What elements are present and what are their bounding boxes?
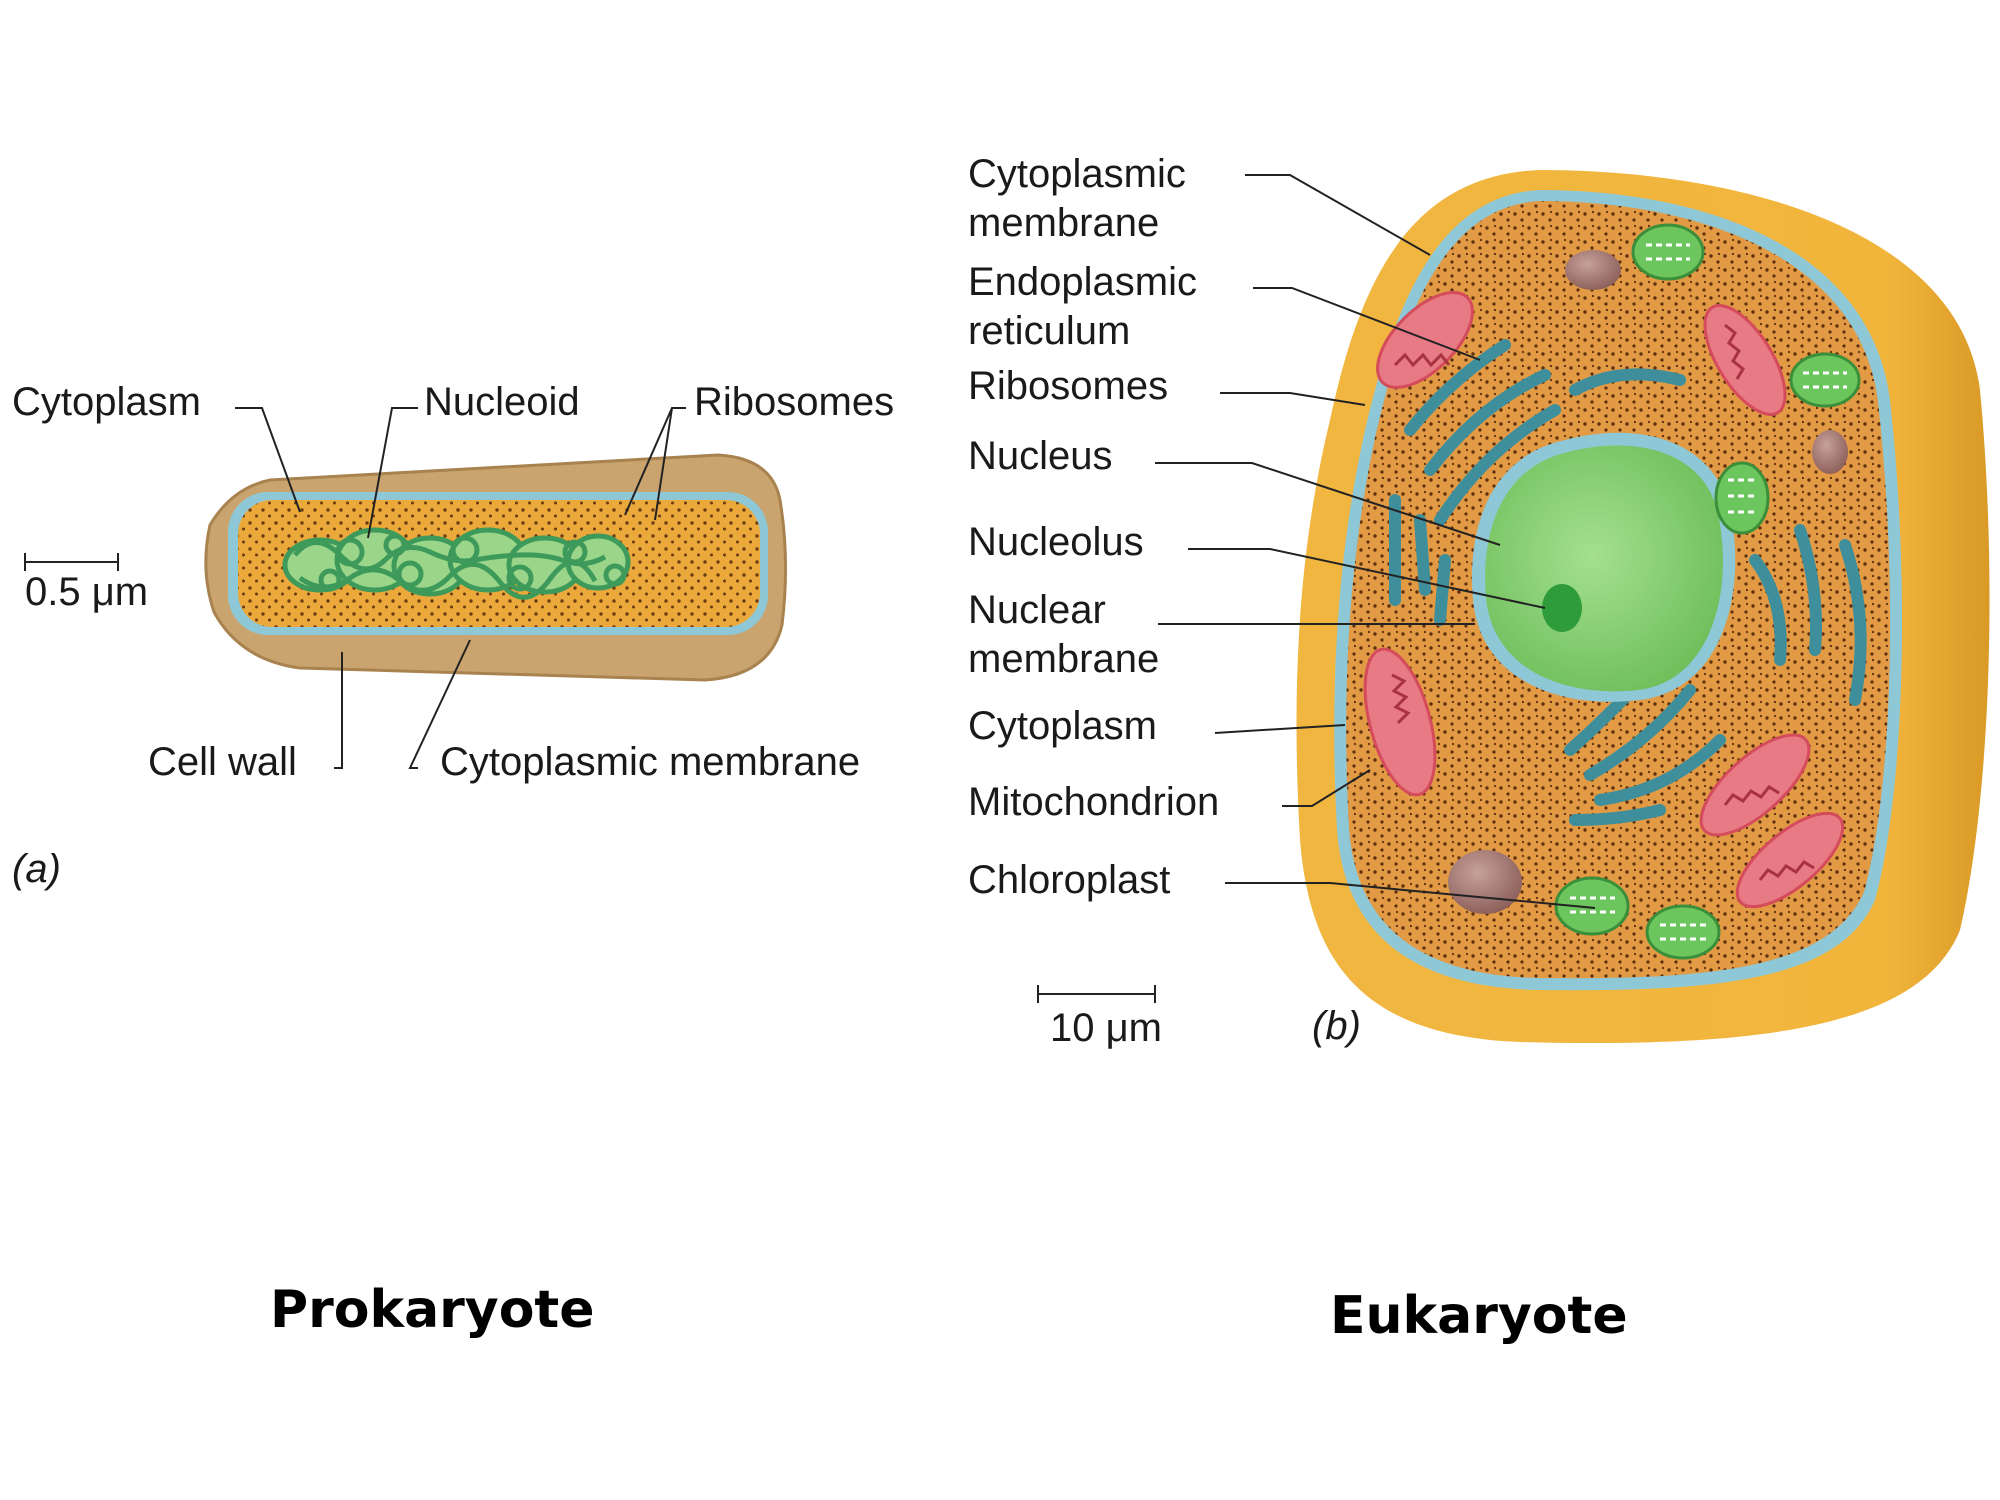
scale-label-eukaryote: 10 μm [1050,1006,1162,1050]
nucleus [1485,445,1723,692]
label-nucleoid: Nucleoid [424,380,580,424]
label-nuclear-membrane-line1: Nuclear [968,588,1106,632]
leader-mitochondrion [1282,769,1371,807]
scale-bar-eukaryote [1037,985,1156,1003]
label-cell-wall: Cell wall [148,740,297,784]
leader-cell-wall [334,652,343,769]
leader-cytoplasmic-membrane-b [1245,174,1431,256]
panel-label-b: (b) [1312,1004,1361,1048]
leader-cytoplasm [235,407,301,513]
label-cytoplasm-b: Cytoplasm [968,704,1157,748]
label-nucleus: Nucleus [968,434,1113,478]
label-cytoplasm: Cytoplasm [12,380,201,424]
chloroplast [1554,876,1630,936]
prokaryote-cell [24,407,788,769]
label-mitochondrion: Mitochondrion [968,780,1220,824]
scale-bar-prokaryote [24,553,119,571]
leader-ribosomes [624,407,686,521]
label-chloroplast: Chloroplast [968,858,1171,902]
label-cytoplasmic-membrane: Cytoplasmic membrane [440,740,861,784]
vacuole [1565,250,1621,290]
leader-cytoplasmic-membrane [408,639,471,769]
vacuole [1812,430,1848,474]
nucleoid [282,527,631,600]
label-nucleolus: Nucleolus [968,520,1144,564]
leader-cytoplasm-b [1214,724,1346,734]
label-nuclear-membrane-line2: membrane [968,637,1160,681]
label-cytoplasmic-membrane-b-line2: membrane [968,201,1160,245]
scale-label-prokaryote: 0.5 μm [25,570,149,614]
label-endoplasmic-reticulum-line1: Endoplasmic [968,260,1198,304]
nucleolus [1542,584,1582,632]
leader-ribosomes-b [1220,392,1366,406]
caption-eukaryote: Eukaryote [1330,1286,1628,1346]
label-cytoplasmic-membrane-b-line1: Cytoplasmic [968,152,1186,196]
label-endoplasmic-reticulum-line2: reticulum [968,309,1131,353]
label-ribosomes: Ribosomes [694,380,895,424]
caption-prokaryote: Prokaryote [270,1280,595,1340]
leader-nucleus [1155,462,1501,546]
panel-label-a: (a) [12,847,61,891]
leader-chloroplast [1225,882,1596,909]
vacuole [1448,850,1522,914]
eukaryote-cell [1037,170,1990,1044]
leader-endoplasmic-reticulum [1253,287,1481,361]
leader-nucleoid [367,407,418,539]
label-ribosomes-b: Ribosomes [968,364,1169,408]
leader-nucleolus [1188,548,1546,609]
